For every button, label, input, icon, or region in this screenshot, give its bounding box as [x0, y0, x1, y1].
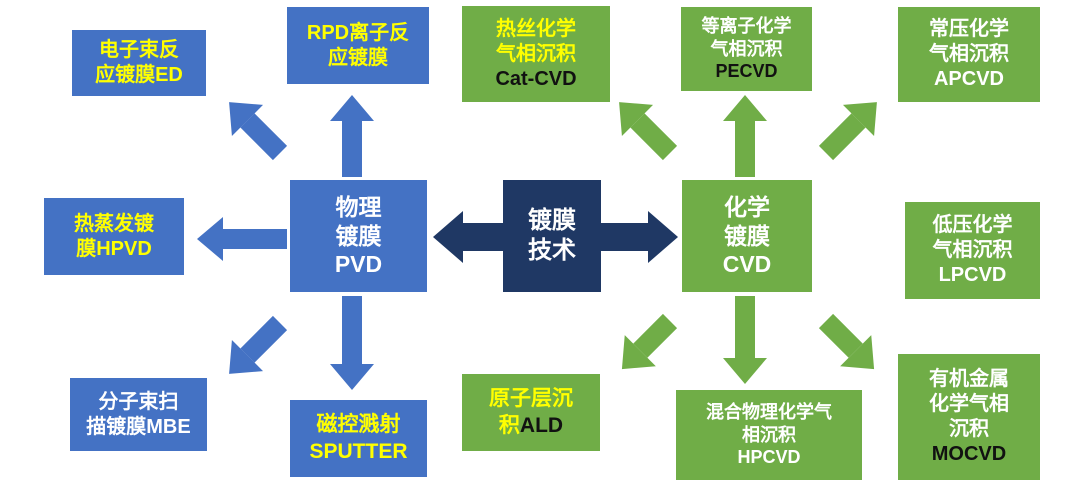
arrow-cvd-to-apcvd — [810, 86, 893, 169]
arrow-shaft — [599, 223, 648, 251]
arrow-shaft — [735, 296, 755, 358]
node-apcvd-code: APCVD — [933, 68, 1004, 90]
arrow-cvd-to-hpcvd — [723, 296, 767, 384]
node-hpcvd-code: HPCVD — [737, 447, 801, 468]
node-ald-label: 原子层沉 积ALD — [489, 386, 573, 439]
node-mocvd-code: MOCVD — [931, 443, 1007, 465]
arrow-cvd-to-cat-cvd — [603, 86, 686, 169]
node-hpcvd: 混合物理化学气 相沉积 HPCVD — [676, 390, 862, 480]
node-cat-cvd-label: 热丝化学 气相沉积 — [496, 17, 576, 65]
node-cat-cvd: 热丝化学 气相沉积 Cat-CVD — [462, 6, 610, 102]
node-cvd: 化学 镀膜 CVD — [682, 180, 812, 292]
node-ald-code: ALD — [519, 413, 564, 437]
arrow-shaft — [223, 229, 287, 249]
arrow-root-to-pvd — [433, 211, 506, 263]
node-mocvd-label: 有机金属 化学气相 沉积 — [929, 368, 1009, 440]
node-hpvd: 热蒸发镀 膜HPVD — [44, 198, 184, 275]
node-cat-cvd-code: Cat-CVD — [495, 67, 577, 90]
arrow-shaft — [342, 121, 362, 177]
node-root: 镀膜 技术 — [503, 180, 601, 292]
arrow-head-icon — [648, 211, 678, 263]
arrow-pvd-to-rpd — [330, 95, 374, 177]
arrow-pvd-to-hpvd — [197, 217, 287, 261]
arrow-pvd-to-ed — [213, 86, 296, 169]
node-sputter: 磁控溅射 SPUTTER — [290, 400, 427, 477]
node-ald-title: 原子层沉 积 — [489, 387, 573, 437]
arrow-head-icon — [330, 95, 374, 121]
arrow-root-to-cvd — [599, 211, 678, 263]
node-lpcvd: 低压化学 气相沉积 LPCVD — [905, 202, 1040, 299]
node-rpd: RPD离子反 应镀膜 — [287, 7, 429, 84]
node-mbe: 分子束扫 描镀膜MBE — [70, 378, 207, 451]
node-lpcvd-code: LPCVD — [938, 264, 1007, 286]
node-mbe-label: 分子束扫 描镀膜MBE — [86, 390, 191, 438]
arrow-head-icon — [723, 358, 767, 384]
arrow-shaft — [735, 121, 755, 177]
arrow-cvd-to-mocvd — [810, 305, 890, 385]
node-mocvd: 有机金属 化学气相 沉积 MOCVD — [898, 354, 1040, 480]
node-ald: 原子层沉 积ALD — [462, 374, 600, 451]
node-ed-label: 电子束反 应镀膜ED — [95, 39, 183, 86]
arrow-head-icon — [330, 364, 374, 390]
node-cvd-label: 化学 镀膜 — [724, 193, 770, 249]
node-pecvd-code: PECVD — [715, 61, 778, 82]
node-hpvd-label: 热蒸发镀 膜HPVD — [74, 212, 154, 260]
node-cvd-code: CVD — [722, 251, 772, 278]
arrow-cvd-to-ald — [606, 305, 685, 385]
node-apcvd: 常压化学 气相沉积 APCVD — [898, 7, 1040, 102]
node-ed: 电子束反 应镀膜ED — [72, 30, 206, 96]
node-pvd: 物理 镀膜 PVD — [290, 180, 427, 292]
arrow-shaft — [463, 223, 506, 251]
arrow-head-icon — [723, 95, 767, 121]
node-pvd-label: 物理 镀膜 — [335, 193, 382, 249]
arrow-cvd-to-pecvd — [723, 95, 767, 177]
node-lpcvd-label: 低压化学 气相沉积 — [932, 214, 1013, 261]
node-apcvd-label: 常压化学 气相沉积 — [929, 18, 1009, 65]
arrow-pvd-to-mbe — [213, 307, 296, 390]
arrow-pvd-to-sputter — [330, 296, 374, 390]
node-sputter-code: SPUTTER — [309, 439, 408, 463]
arrow-shaft — [342, 296, 362, 364]
node-sputter-label: 磁控溅射 — [316, 413, 401, 437]
arrow-head-icon — [433, 211, 463, 263]
node-pecvd: 等离子化学 气相沉积 PECVD — [681, 7, 812, 91]
node-rpd-label: RPD离子反 应镀膜 — [306, 21, 410, 69]
arrow-head-icon — [197, 217, 223, 261]
node-pvd-code: PVD — [334, 251, 383, 278]
node-pecvd-label: 等离子化学 气相沉积 — [701, 16, 792, 59]
node-hpcvd-label: 混合物理化学气 相沉积 — [706, 402, 832, 445]
node-root-label: 镀膜 技术 — [528, 207, 576, 264]
